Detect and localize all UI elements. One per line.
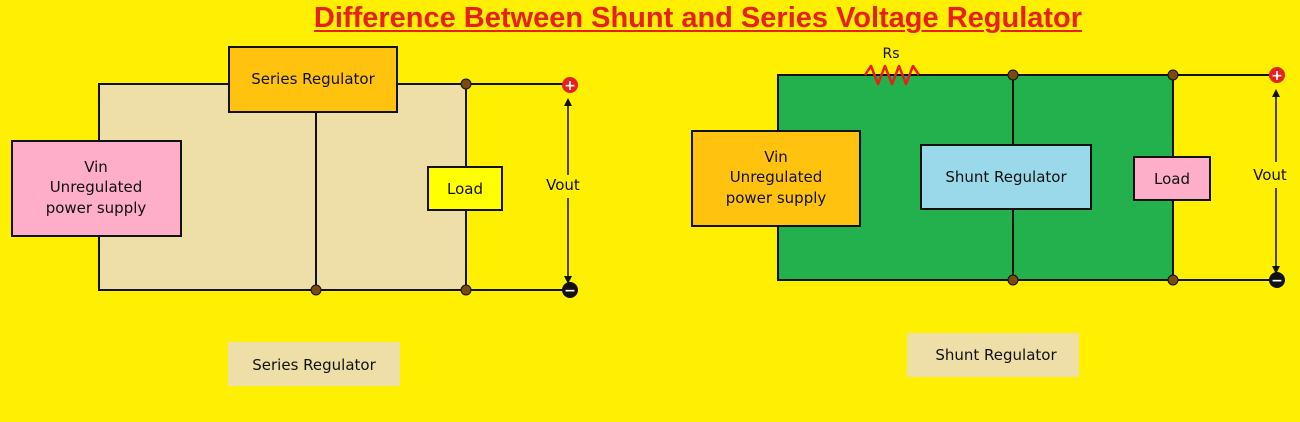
shunt-node-bottom-right	[1167, 274, 1179, 286]
series-plus-symbol: +	[564, 78, 576, 94]
series-regulator-box	[228, 46, 398, 113]
shunt-vin-line-3: power supply	[726, 189, 827, 207]
series-vin-box	[11, 140, 182, 237]
series-negative-terminal	[562, 282, 578, 298]
series-vin-line-3: power supply	[46, 199, 147, 217]
series-minus-symbol: −	[564, 283, 576, 299]
shunt-minus-symbol: −	[1271, 273, 1283, 289]
shunt-negative-terminal	[1269, 272, 1285, 288]
series-caption-box	[228, 342, 400, 386]
shunt-load-box	[1133, 156, 1211, 201]
series-node-top-right	[460, 78, 472, 90]
series-node-bottom-right	[460, 284, 472, 296]
shunt-node-top-middle	[1007, 69, 1019, 81]
shunt-caption-box	[907, 333, 1079, 377]
series-regulator-circuit: Series Regulator Vin Unregulated power s…	[11, 46, 580, 386]
shunt-resistor-label: Rs	[882, 46, 899, 62]
shunt-resistor-rs	[863, 64, 921, 86]
series-caption: Series Regulator	[252, 356, 376, 374]
page-title: Difference Between Shunt and Series Volt…	[313, 2, 1083, 34]
series-load-box	[427, 166, 503, 211]
shunt-node-bottom-middle	[1007, 274, 1019, 286]
shunt-regulator-label: Shunt Regulator	[945, 168, 1067, 186]
shunt-caption: Shunt Regulator	[935, 346, 1057, 364]
shunt-node-top-right	[1167, 69, 1179, 81]
shunt-vin-line-1: Vin	[764, 148, 788, 166]
shunt-vout-label: Vout	[1253, 166, 1287, 184]
shunt-vin-box	[691, 130, 861, 227]
series-node-bottom-middle	[310, 284, 322, 296]
shunt-load-label: Load	[1154, 170, 1190, 188]
shunt-regulator-box	[920, 144, 1092, 210]
series-vin-line-1: Vin	[84, 158, 108, 176]
shunt-plus-symbol: +	[1271, 68, 1283, 84]
shunt-regulator-circuit: Rs Vin Unregulated power supply Shunt Re…	[691, 46, 1287, 377]
series-vout-label: Vout	[546, 176, 580, 194]
shunt-vin-line-2: Unregulated	[730, 168, 823, 186]
shunt-positive-terminal	[1269, 67, 1285, 83]
series-vin-line-2: Unregulated	[50, 178, 143, 196]
series-regulator-label: Series Regulator	[251, 70, 375, 88]
series-load-label: Load	[447, 180, 483, 198]
series-positive-terminal	[562, 77, 578, 93]
